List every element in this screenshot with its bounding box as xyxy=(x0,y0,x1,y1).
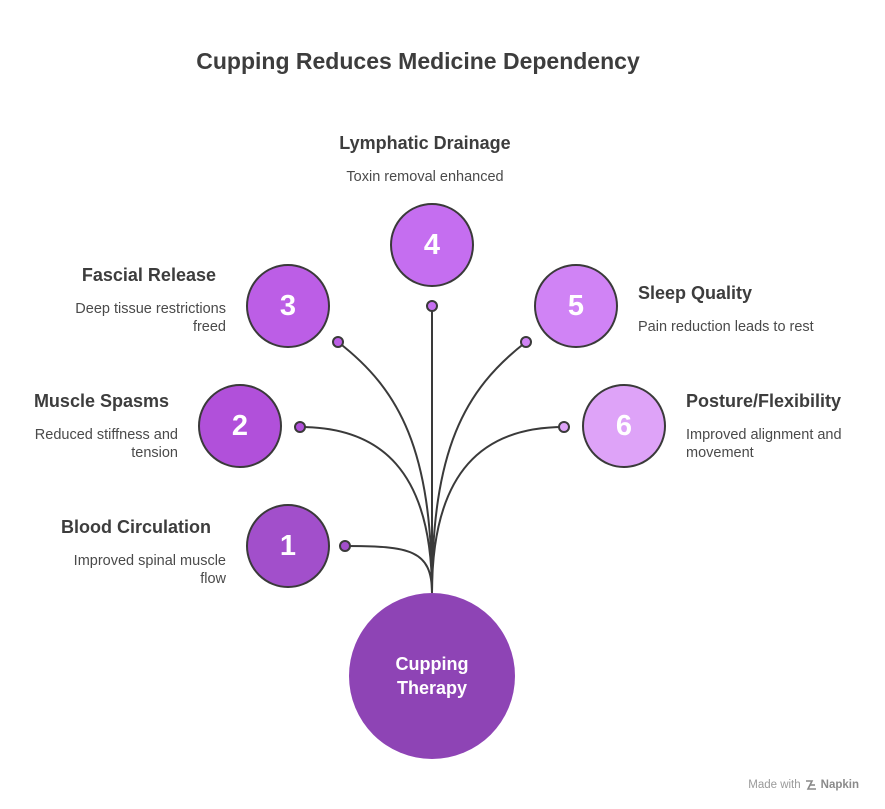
diagram-title: Cupping Reduces Medicine Dependency xyxy=(196,48,640,74)
node-1-title: Blood Circulation xyxy=(61,517,211,537)
center-node-cupping-therapy: Cupping Therapy xyxy=(349,593,515,759)
node-1-circle: 1 xyxy=(246,504,330,588)
connector-2 xyxy=(299,426,433,594)
connector-dot-3 xyxy=(332,336,344,348)
node-4-number: 4 xyxy=(423,228,441,261)
connector-6 xyxy=(431,426,565,594)
node-3-description: Deep tissue restrictions freed xyxy=(75,301,226,335)
connector-3 xyxy=(337,341,433,594)
center-node-label: Cupping Therapy xyxy=(395,654,469,698)
node-5-circle: 5 xyxy=(534,264,618,348)
node-6-title: Posture/Flexibility xyxy=(686,391,842,411)
node-2-description: Reduced stiffness and tension xyxy=(34,427,178,461)
node-6-number: 6 xyxy=(615,409,633,442)
node-3-number: 3 xyxy=(279,289,297,322)
node-1-description: Improved spinal muscle flow xyxy=(73,553,226,587)
connector-dot-4 xyxy=(426,300,438,312)
connector-dot-2 xyxy=(294,421,306,433)
node-6-circle: 6 xyxy=(582,384,666,468)
node-2-title: Muscle Spasms xyxy=(33,391,169,411)
napkin-logo-icon xyxy=(805,780,816,790)
node-5-number: 5 xyxy=(567,289,585,322)
node-6-description: Improved alignment and movement xyxy=(686,427,842,461)
napkin-brand-text: Napkin xyxy=(820,779,859,791)
made-with-napkin-footer[interactable]: Made with Napkin xyxy=(748,779,859,791)
node-1-number: 1 xyxy=(279,529,297,562)
node-5-description: Pain reduction leads to rest xyxy=(638,319,814,335)
node-2-number: 2 xyxy=(231,409,249,442)
connector-dot-6 xyxy=(558,421,570,433)
node-3-circle: 3 xyxy=(246,264,330,348)
node-2-circle: 2 xyxy=(198,384,282,468)
connector-dot-5 xyxy=(520,336,532,348)
node-4-circle: 4 xyxy=(390,203,474,287)
node-4-description: Toxin removal enhanced xyxy=(346,169,504,185)
node-4-title: Lymphatic Drainage xyxy=(339,133,511,153)
node-5-title: Sleep Quality xyxy=(638,283,753,303)
node-3-title: Fascial Release xyxy=(81,265,216,285)
connector-1 xyxy=(344,545,433,594)
connector-dot-1 xyxy=(339,540,351,552)
made-with-text: Made with xyxy=(748,779,801,791)
connector-5 xyxy=(431,341,527,594)
